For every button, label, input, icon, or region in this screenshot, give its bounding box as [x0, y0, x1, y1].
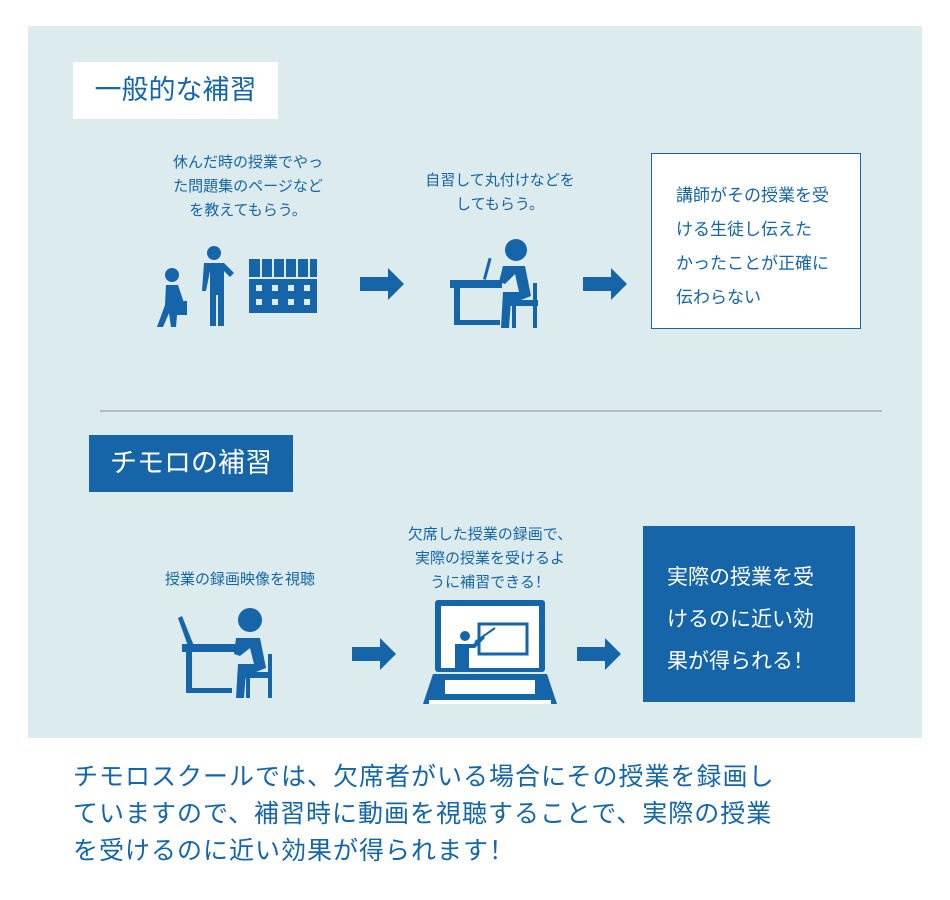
general-section-title: 一般的な補習 [73, 62, 278, 119]
student-teacher-school-icon [157, 246, 317, 327]
arrow-right-icon [352, 638, 396, 670]
video-viewing-desk-icon [178, 608, 272, 698]
arrow-right-icon [360, 268, 404, 300]
general-step1-caption: 休んだ時の授業でやっ た問題集のページなど を教えてもらう。 [172, 153, 323, 219]
general-result-box: 講師がその授業を受 ける生徒し伝えた かったことが正確に 伝わらない [651, 153, 861, 329]
chimoro-step1-caption: 授業の録画映像を視聴 [164, 570, 315, 588]
section-divider [100, 410, 882, 412]
chimoro-section-title: チモロの補習 [89, 435, 293, 492]
general-step2-caption: 自習して丸付けなどを してもらう。 [425, 171, 575, 213]
arrow-right-icon [583, 268, 627, 300]
laptop-lecture-icon [423, 600, 557, 704]
footer-description: チモロスクールでは、欠席者がいる場合にその授業を録画し ていますので、補習時に動… [73, 762, 775, 865]
arrow-right-icon [577, 638, 621, 670]
chimoro-result-box: 実際の授業を受 けるのに近い効 果が得られる！ [643, 526, 855, 702]
self-study-desk-icon [450, 239, 538, 328]
chimoro-step2-caption: 欠席した授業の録画で、 実際の授業を受けるよ うに補習できる！ [407, 525, 573, 591]
